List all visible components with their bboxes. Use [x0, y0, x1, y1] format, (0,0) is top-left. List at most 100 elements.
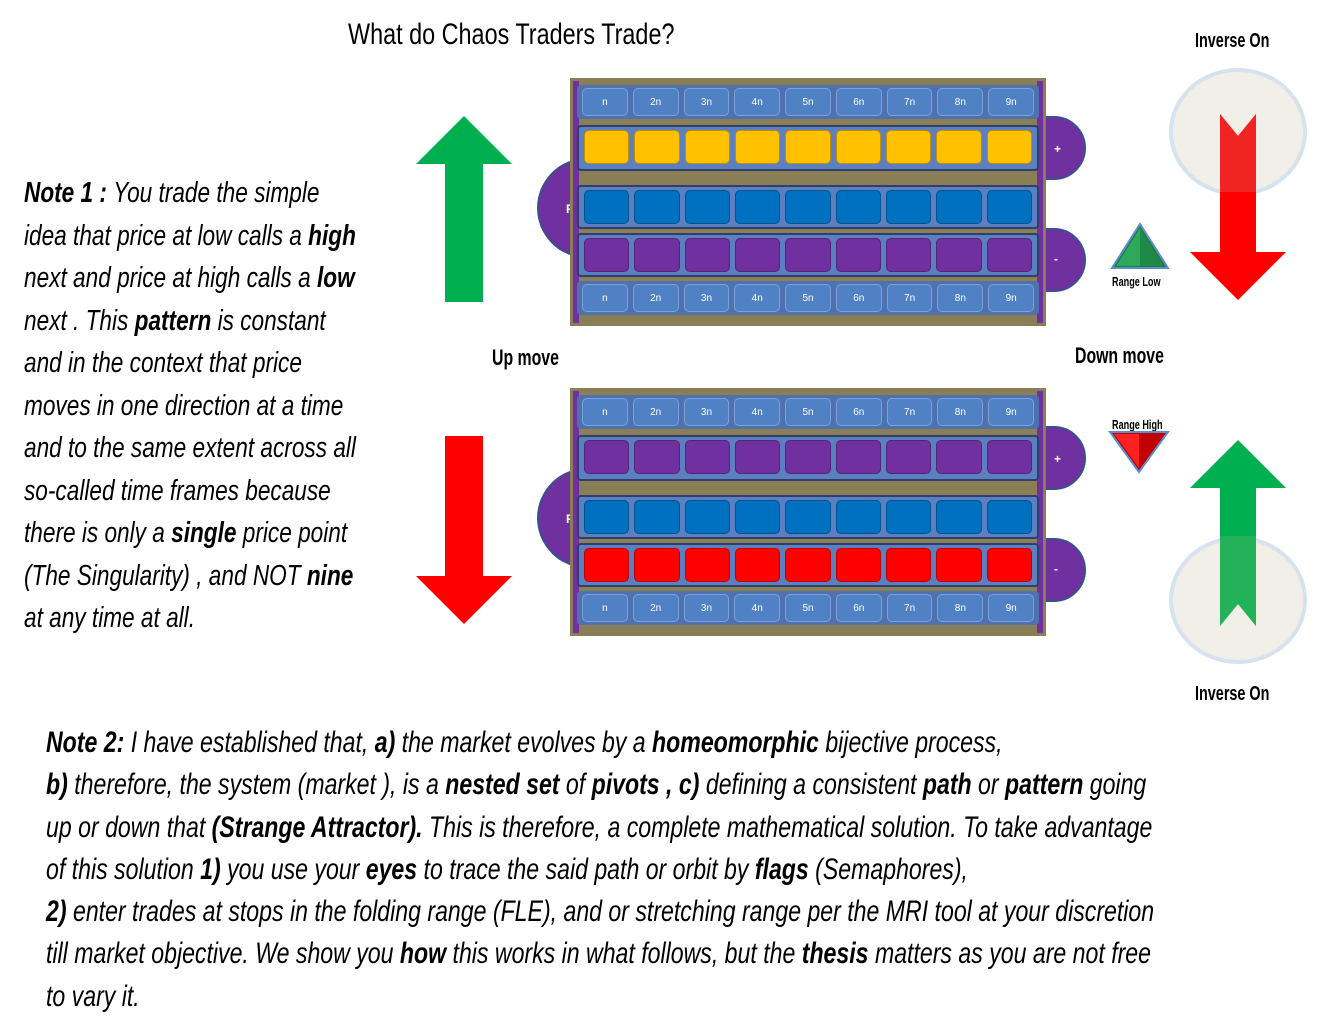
panel-edge — [1037, 81, 1043, 323]
color-cell — [684, 500, 730, 534]
panel-edge — [573, 391, 579, 633]
color-cell — [734, 440, 781, 474]
note1-line: there is only a single price point — [24, 512, 430, 555]
header-cell: 6n — [835, 594, 882, 622]
note1-text: so-called time frames because — [24, 474, 331, 507]
note2-line: to vary it. — [46, 976, 1293, 1018]
note1-line: Note 1 : You trade the simple — [24, 172, 430, 215]
header-cell: 8n — [937, 398, 984, 426]
color-cell — [684, 190, 730, 224]
color-cell — [835, 190, 881, 224]
color-cell — [885, 548, 932, 582]
note1-bold-text: high — [308, 219, 356, 252]
color-cell — [584, 238, 630, 272]
header-cell: n — [582, 284, 628, 312]
header-cell: 7n — [886, 88, 933, 116]
note1-line: at any time at all. — [24, 597, 430, 640]
color-cell — [634, 238, 680, 272]
header-cell: 7n — [886, 398, 933, 426]
header-cell: 3n — [683, 88, 730, 116]
note2-text: to trace the said path or orbit by — [417, 852, 755, 886]
color-cell — [634, 190, 680, 224]
color-cell — [835, 440, 881, 474]
note2-bold-text: pattern — [1005, 768, 1084, 802]
note2-text: or — [971, 768, 1006, 802]
note1-text: is constant — [211, 304, 326, 337]
color-cell — [785, 190, 831, 224]
header-cell: 2n — [632, 284, 679, 312]
color-cell — [634, 130, 680, 164]
note2-text: of this solution — [46, 852, 201, 886]
note2-text: This is therefore, a complete mathematic… — [422, 810, 1153, 844]
note2-text: enter trades at stops in the folding ran… — [66, 895, 1155, 929]
note1-text: price point — [236, 517, 348, 549]
range-high-label: Range High — [1112, 417, 1163, 432]
note1-text: at any time at all. — [24, 602, 195, 634]
note2-text: defining a consistent — [699, 768, 923, 802]
header-cell: 2n — [632, 88, 679, 116]
note1-line: moves in one direction at a time — [24, 385, 430, 428]
note2-bold-text: flags — [754, 852, 809, 886]
plus-row — [577, 435, 1039, 481]
color-cell — [584, 500, 630, 534]
color-cell — [885, 440, 932, 474]
note1-text: and to the same extent across all — [24, 432, 356, 464]
note1-text: next and price at high calls a — [24, 262, 317, 294]
lobe-plus-label: + — [1054, 452, 1062, 466]
note2-bold-text: 1) — [200, 852, 221, 886]
page-title: What do Chaos Traders Trade? — [348, 18, 675, 51]
up-arrow-green-icon — [416, 116, 512, 302]
down-arrow-red-icon — [416, 436, 512, 624]
note2-text: you use your — [220, 852, 366, 886]
header-cell: n — [582, 88, 628, 116]
header-cell: 9n — [988, 88, 1035, 116]
note2-text: the market evolves by a — [395, 726, 653, 759]
inverse-on-top-label: Inverse On — [1195, 30, 1270, 52]
color-cell — [835, 238, 881, 272]
note1-bold-text: pattern — [134, 304, 212, 337]
color-cell — [885, 500, 932, 534]
note1-text: next . This — [24, 304, 135, 337]
range-low-triangle-icon — [1110, 222, 1170, 269]
note1-line: (The Singularity) , and NOT nine — [24, 555, 430, 598]
color-cell — [936, 440, 982, 474]
note2-line: 2) enter trades at stops in the folding … — [46, 891, 1293, 933]
color-cell — [584, 130, 630, 164]
note2-bold-text: nested set — [445, 768, 560, 802]
note1-text: there is only a — [24, 517, 172, 549]
header-cell: 4n — [734, 594, 781, 622]
header-cell: 5n — [785, 88, 831, 116]
down-move-label: Down move — [1075, 343, 1164, 368]
color-cell — [584, 440, 630, 474]
note2-line: Note 2: I have established that, a) the … — [46, 722, 1293, 764]
color-cell — [684, 238, 730, 272]
color-cell — [684, 440, 730, 474]
note2-bold-text: thesis — [801, 937, 869, 971]
note1-text: moves in one direction at a time — [24, 389, 344, 422]
note2-text: of — [559, 768, 592, 802]
note2-bold-text: b) — [46, 768, 68, 802]
color-cell — [684, 130, 730, 164]
header-cell: 5n — [785, 398, 831, 426]
note2-bold-text: (Strange Attractor). — [211, 810, 423, 844]
color-cell — [986, 238, 1032, 272]
note1-bold-text: low — [316, 262, 355, 294]
header-cell: 4n — [734, 88, 781, 116]
header-cell: 9n — [988, 594, 1035, 622]
header-cell: 8n — [937, 88, 984, 116]
header-cell: 9n — [988, 398, 1035, 426]
lobe-minus-label: - — [1054, 252, 1058, 266]
note1-line: so-called time frames because — [24, 470, 430, 513]
color-cell — [835, 500, 881, 534]
lobe-plus-label: + — [1054, 142, 1062, 156]
header-cell: 7n — [886, 594, 933, 622]
note1-line: and in the context that price — [24, 342, 430, 385]
header-cell: 2n — [632, 594, 679, 622]
range-row — [577, 185, 1039, 229]
